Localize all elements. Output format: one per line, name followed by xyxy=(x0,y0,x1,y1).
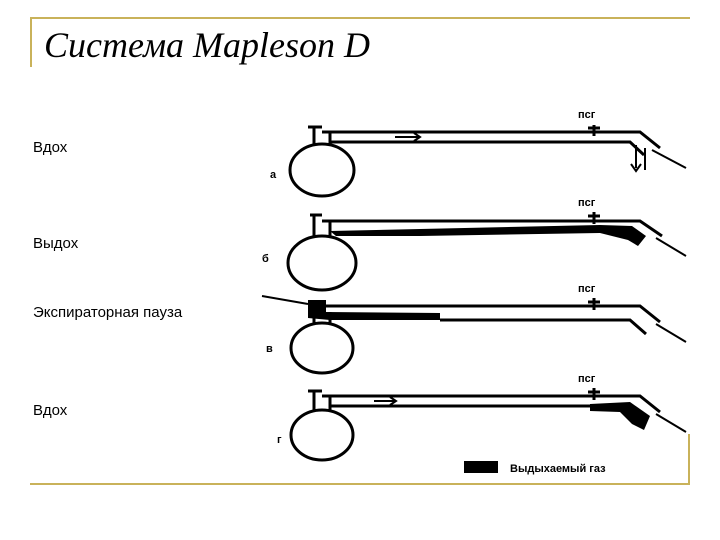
tube-upper-b xyxy=(322,219,663,238)
bag-neck-b xyxy=(312,216,332,238)
fresh-gas-label-b: псг xyxy=(578,197,596,209)
left-rule xyxy=(30,17,32,67)
fresh-gas-inlet-d xyxy=(588,388,600,400)
panel-letter-c: в xyxy=(266,343,273,355)
fresh-gas-inlet-c xyxy=(588,298,600,310)
top-rule xyxy=(30,17,690,19)
patient-arrows-a xyxy=(630,145,646,173)
reservoir-bag-a xyxy=(288,142,356,198)
panel-d: г псг xyxy=(277,373,687,462)
bag-neck-a xyxy=(312,128,332,146)
phase-label-expiratory-pause: Экспираторная пауза xyxy=(33,304,183,321)
phase-label-inhale-2: Вдох xyxy=(33,402,68,419)
panel-letter-a: а xyxy=(270,169,277,181)
legend-label: Выдыхаемый газ xyxy=(510,463,606,475)
reservoir-bag-b xyxy=(286,234,358,292)
tube-upper-c xyxy=(326,304,661,324)
tube-lower-c xyxy=(440,318,647,336)
phase-label-exhale: Выдох xyxy=(33,235,79,252)
bottom-rule xyxy=(30,483,690,485)
reservoir-bag-c xyxy=(289,321,355,375)
bag-neck-d xyxy=(312,391,332,411)
fresh-gas-label-a: псг xyxy=(578,109,596,121)
legend-swatch xyxy=(464,461,498,473)
phase-label-inhale-1: Вдох xyxy=(33,139,68,156)
exhaled-gas-fill-c xyxy=(308,300,440,320)
flow-arrow-d xyxy=(374,396,398,406)
fresh-gas-label-d: псг xyxy=(578,373,596,385)
right-rule xyxy=(688,434,690,484)
fresh-gas-inlet-b xyxy=(588,212,600,224)
panel-c: в псг xyxy=(261,283,687,375)
flow-arrow-a xyxy=(395,132,422,142)
panel-letter-b: б xyxy=(262,253,269,265)
reservoir-bag-d xyxy=(289,408,355,462)
tube-upper-a xyxy=(322,130,661,150)
exhaled-gas-fill-d xyxy=(590,402,650,430)
panel-letter-d: г xyxy=(277,434,282,446)
exhaled-gas-fill-b xyxy=(330,225,646,246)
panel-a: а псг xyxy=(270,109,687,198)
tube-lower-a xyxy=(330,140,646,157)
legend: Выдыхаемый газ xyxy=(464,461,606,475)
tube-upper-d xyxy=(322,394,661,414)
slide-title: Система Mapleson D xyxy=(44,25,371,65)
fresh-gas-label-c: псг xyxy=(578,283,596,295)
valve-exhaust-c xyxy=(261,295,309,305)
panel-b: б псг xyxy=(262,197,687,292)
